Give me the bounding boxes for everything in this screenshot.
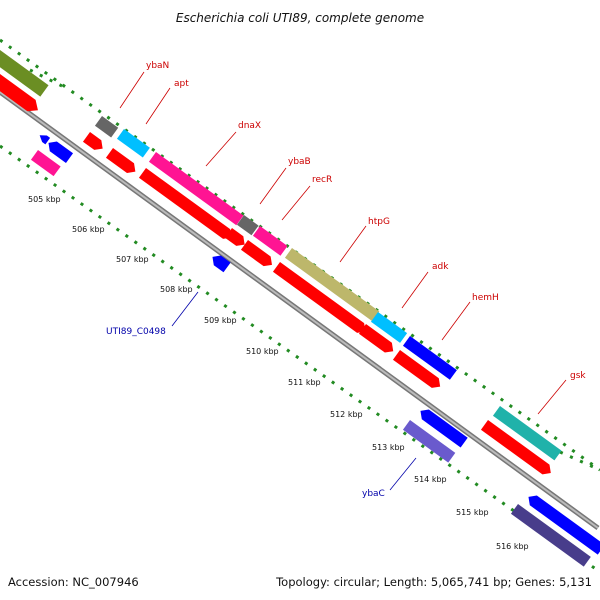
red-cds-apt-small [82, 132, 103, 150]
red-cds-dnaX [138, 168, 232, 239]
gene-label-apt: apt [174, 79, 189, 89]
red-cds-apt [105, 148, 136, 173]
topology-text: Topology: circular; Length: 5,065,741 bp… [275, 575, 592, 589]
tick-label: 506 kbp [72, 225, 105, 234]
gray-gene-ybaN [94, 116, 119, 138]
tick-label: 516 kbp [496, 542, 529, 551]
gene-label-ybaN: ybaN [146, 61, 169, 71]
features [0, 44, 600, 567]
darkslate-gene [510, 504, 591, 567]
blue-reverse-arrow [48, 141, 74, 163]
teal-gene-gsk [492, 406, 562, 461]
magenta-gene-dnaX [148, 152, 244, 226]
gray-gene-ybaB [236, 215, 259, 236]
magenta-reverse [30, 150, 61, 177]
tick-label: 514 kbp [414, 475, 447, 484]
tick-labels: 505 kbp 506 kbp 507 kbp 508 kbp 509 kbp … [28, 195, 529, 551]
blue-reverse-arrow-3 [528, 495, 600, 555]
tick-label: 512 kbp [330, 410, 363, 419]
tick-label: 513 kbp [372, 443, 405, 452]
red-cds-htpG [272, 262, 366, 333]
gene-label-hemH: hemH [472, 293, 499, 303]
tick-label: 511 kbp [288, 378, 321, 387]
tick-label: 505 kbp [28, 195, 61, 204]
blue-reverse-small [39, 135, 51, 145]
red-cds-adk [358, 324, 394, 353]
gene-label-htpG: htpG [368, 217, 390, 227]
gene-label-uti89-c0498: UTI89_C0498 [106, 327, 166, 337]
magenta-gene-recR [252, 226, 288, 256]
red-cds-gsk [480, 420, 551, 475]
gene-label-dnaX: dnaX [238, 121, 261, 131]
tick-label: 508 kbp [160, 285, 193, 294]
tick-label: 515 kbp [456, 508, 489, 517]
cyan-gene-adk [370, 312, 408, 343]
blue-gene-hemH [402, 336, 457, 380]
slate-gene-ybaC [402, 420, 456, 463]
red-cds-hemH [392, 350, 441, 388]
label-leaders [119, 71, 567, 415]
cyan-gene-apt [116, 129, 150, 158]
tick-label: 507 kbp [116, 255, 149, 264]
accession-text: Accession: NC_007946 [8, 575, 139, 589]
blue-reverse-arrow-2 [420, 409, 468, 448]
backbone [0, 89, 600, 531]
red-cds-ybaB [224, 228, 245, 246]
label-leaders-reverse [171, 291, 417, 491]
blue-reverse-c0498 [212, 255, 231, 273]
gene-label-adk: adk [432, 262, 449, 272]
olive-gene [0, 44, 49, 97]
gene-label-ybaC: ybaC [362, 489, 385, 499]
map-title: Escherichia coli UTI89, complete genome [176, 11, 424, 25]
gene-label-gsk: gsk [570, 371, 586, 381]
gc-track-outer [0, 38, 600, 472]
gene-label-recR: recR [312, 175, 332, 185]
red-cds-arrow [0, 68, 38, 112]
khaki-gene-htpG [284, 248, 380, 322]
red-cds-recR [240, 240, 272, 267]
tick-label: 509 kbp [204, 316, 237, 325]
gene-label-ybaB: ybaB [288, 157, 311, 167]
tick-label: 510 kbp [246, 347, 279, 356]
gc-track-inner [0, 144, 600, 574]
